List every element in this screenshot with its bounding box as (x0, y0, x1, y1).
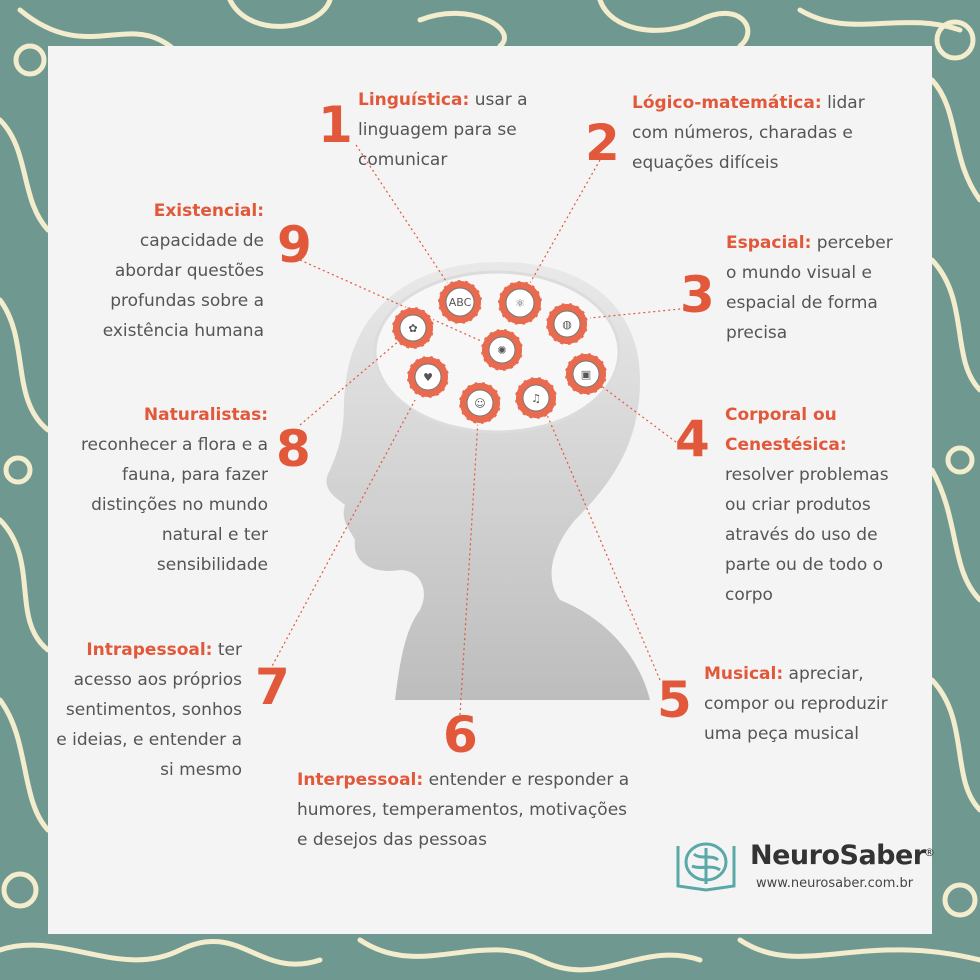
item-9-text: Existencial: capacidade de abordar quest… (96, 196, 264, 346)
number-1: 1 (318, 96, 353, 154)
lightbulb-icon: ✺ (497, 344, 506, 357)
item-2-text: Lógico-matemática: lidar com números, ch… (632, 88, 892, 178)
item-2-title: Lógico-matemática: (632, 93, 822, 113)
abc-icon: ABC (449, 296, 472, 309)
item-9-title: Existencial: (153, 201, 264, 221)
item-1-text: Linguística: usar a linguagem para se co… (358, 85, 548, 175)
number-3: 3 (680, 266, 715, 324)
theater-masks-icon: ☺ (474, 397, 485, 410)
item-3-title: Espacial: (726, 233, 812, 253)
item-6-text: Interpessoal: entender e responder a hum… (297, 765, 637, 855)
item-3-text: Espacial: perceber o mundo visual e espa… (726, 228, 906, 348)
globe-icon: ◍ (562, 318, 572, 331)
item-5-desc: apreciar, compor ou reproduzir uma peça … (704, 664, 888, 744)
number-6: 6 (443, 706, 478, 764)
item-5-text: Musical: apreciar, compor ou reproduzir … (704, 659, 908, 749)
number-9: 9 (277, 216, 312, 274)
music-notes-icon: ♫ (531, 392, 541, 405)
item-7-desc: ter acesso aos próprios sentimentos, son… (56, 640, 242, 780)
item-7-title: Intrapessoal: (86, 640, 213, 660)
item-2-desc: lidar com números, charadas e equações d… (632, 93, 865, 173)
number-4: 4 (675, 410, 710, 468)
brand-url: www.neurosaber.com.br (756, 876, 914, 891)
item-5-title: Musical: (704, 664, 784, 684)
item-4-desc: resolver problemas ou criar produtos atr… (725, 465, 889, 605)
item-7-text: Intrapessoal: ter acesso aos próprios se… (52, 635, 242, 785)
number-8: 8 (276, 420, 311, 478)
item-4-text: Corporal ou Cenestésica: resolver proble… (725, 400, 905, 610)
camera-icon: ▣ (581, 368, 591, 381)
item-1-desc: usar a linguagem para se comunicar (358, 90, 528, 170)
number-5: 5 (657, 671, 692, 729)
atom-icon: ⚛ (515, 297, 525, 310)
item-8-title: Naturalistas: (143, 405, 268, 425)
number-7: 7 (255, 658, 290, 716)
brain-book-logo-icon (676, 842, 736, 892)
item-1-title: Linguística: (358, 90, 470, 110)
flower-pot-icon: ✿ (408, 322, 417, 335)
brand-name: NeuroSaber (750, 840, 926, 871)
heart-hand-icon: ♥ (423, 371, 433, 384)
number-2: 2 (585, 114, 620, 172)
item-8-desc: reconhecer a flora e a fauna, para fazer… (80, 435, 268, 575)
item-4-title: Corporal ou Cenestésica: (725, 405, 847, 455)
item-9-desc: capacidade de abordar questões profundas… (102, 231, 264, 341)
registered-mark: ® (924, 846, 935, 859)
item-6-title: Interpessoal: (297, 770, 424, 790)
item-8-text: Naturalistas: reconhecer a flora e a fau… (70, 400, 268, 580)
item-6-desc: entender e responder a humores, temperam… (297, 770, 630, 850)
item-3-desc: perceber o mundo visual e espacial de fo… (726, 233, 893, 343)
